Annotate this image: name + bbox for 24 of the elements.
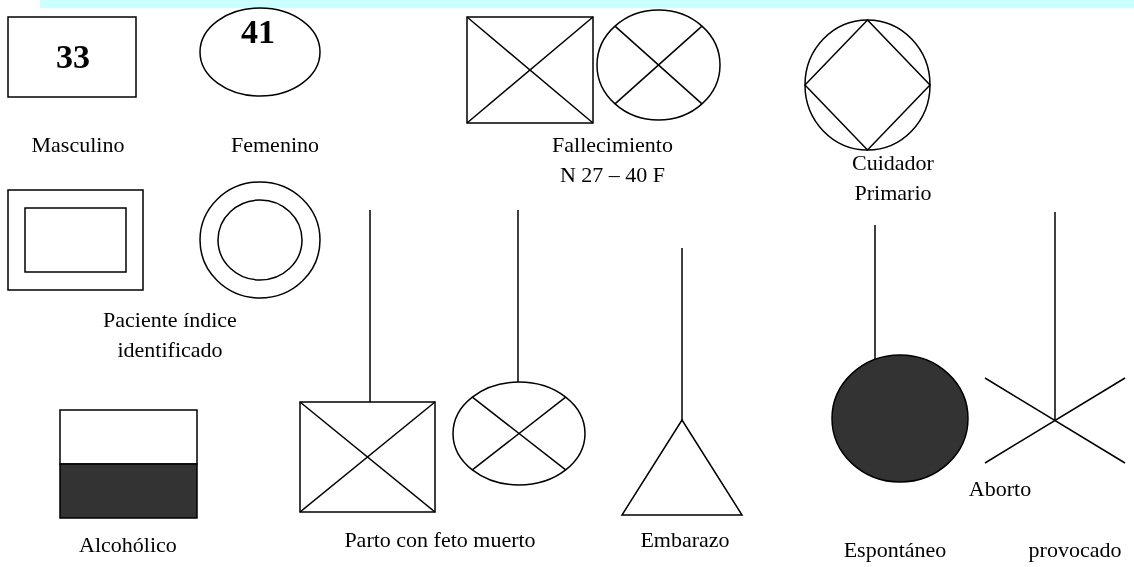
legend-caption: Parto con feto muerto [343, 526, 537, 554]
double-square [7, 189, 144, 291]
connector-line [1054, 211, 1056, 421]
legend-caption: Fallecimiento N 27 – 40 F [551, 131, 674, 189]
symbol-caption: Espontáneo [842, 536, 948, 564]
symbol-number: 41 [240, 12, 276, 52]
double-circle [199, 181, 321, 299]
crossed-circle [596, 9, 721, 121]
symbol-number: 33 [55, 37, 91, 77]
symbol-caption: Alcohólico [78, 531, 178, 559]
symbol-caption: Cuidador Primario [851, 149, 935, 207]
crossed-square [466, 16, 594, 124]
symbol-caption: Femenino [230, 131, 320, 159]
crossed-circle [452, 381, 586, 486]
symbol-caption: Embarazo [639, 526, 731, 554]
symbol-caption: Masculino [30, 131, 126, 159]
symbol-caption: provocado [1027, 536, 1123, 564]
connector-line [874, 224, 876, 360]
connector-line [517, 209, 519, 383]
connector-line [681, 247, 683, 421]
legend-caption: Aborto [967, 475, 1033, 503]
legend-caption: Paciente índice identificado [102, 306, 238, 364]
crossed-square [299, 401, 436, 513]
connector-line [369, 209, 371, 403]
